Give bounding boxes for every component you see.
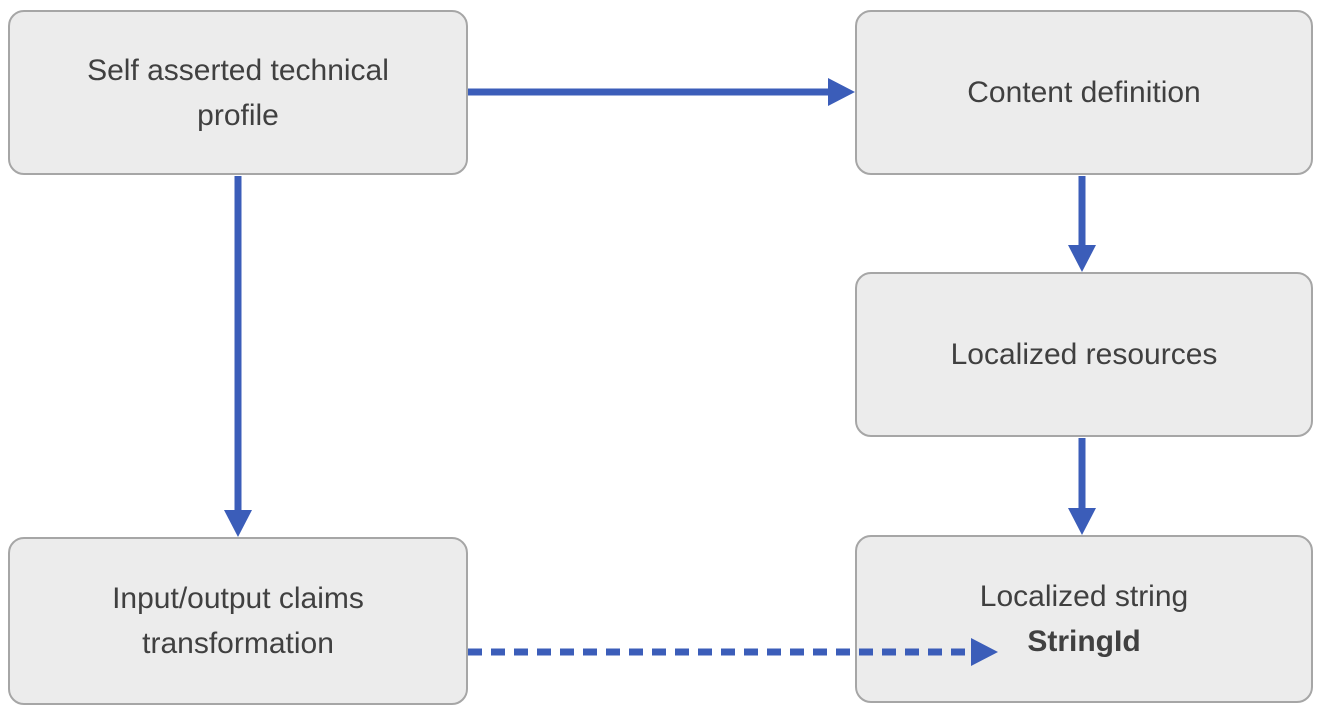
edge-self-asserted-to-claims-transformation-arrowhead — [224, 510, 252, 537]
node-input-output-claims-transformation: Input/output claims transformation — [8, 537, 468, 705]
node-label-line: Localized string — [979, 580, 1189, 613]
node-localized-resources: Localized resources — [855, 272, 1313, 437]
node-label-line: Self asserted technical — [87, 53, 389, 87]
node-label-line: transformation — [142, 627, 334, 660]
node-label-line: profile — [197, 98, 279, 132]
edge-content-definition-to-localized-resources-arrowhead — [1068, 245, 1096, 272]
node-label-line: Input/output claims — [112, 582, 364, 615]
edge-self-asserted-to-content-definition-arrowhead — [828, 78, 855, 106]
node-localized-string-stringid: Localized string StringId — [855, 535, 1313, 703]
node-label-line: Content definition — [967, 76, 1201, 109]
node-label-stringid: StringId — [1027, 625, 1141, 658]
node-self-asserted-technical-profile: Self asserted technical profile — [8, 10, 468, 175]
node-label-line: Localized resources — [950, 338, 1218, 371]
node-content-definition: Content definition — [855, 10, 1313, 175]
edge-localized-resources-to-localized-string-arrowhead — [1068, 508, 1096, 535]
